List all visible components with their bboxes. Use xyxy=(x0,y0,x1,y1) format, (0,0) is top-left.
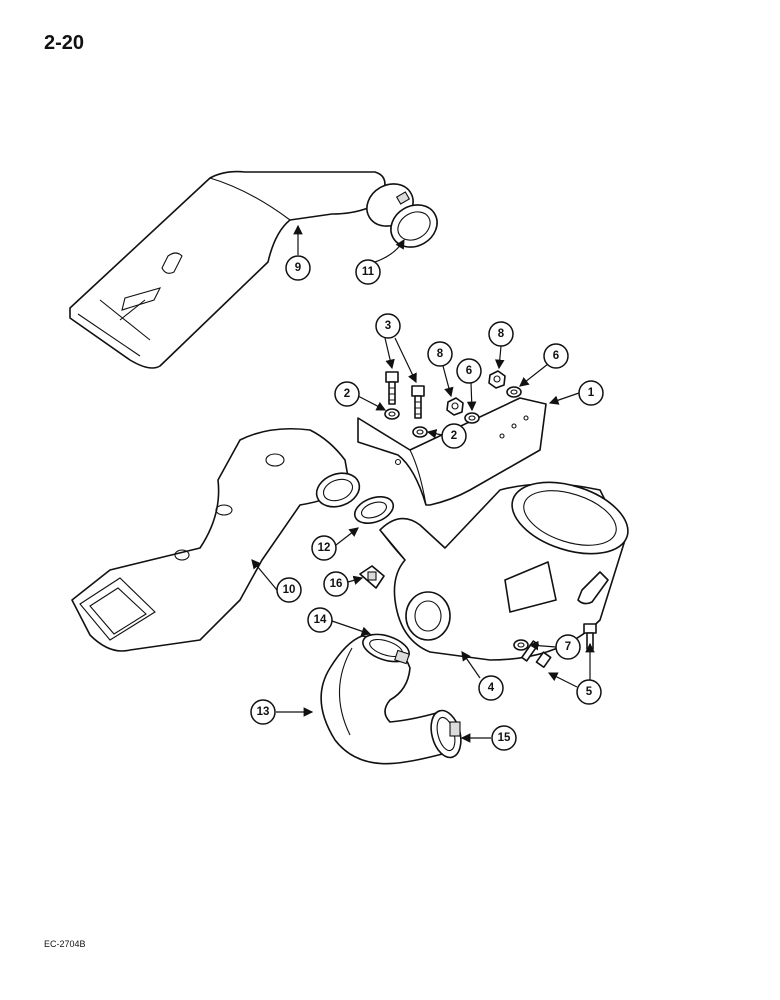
figure-code: EC-2704B xyxy=(44,939,86,949)
callout-10: 10 xyxy=(276,577,302,603)
svg-text:3: 3 xyxy=(385,320,391,332)
callout-8a: 8 xyxy=(427,341,453,367)
callout-1: 1 xyxy=(578,380,604,406)
callout-3: 3 xyxy=(375,313,401,339)
washer-7 xyxy=(513,639,529,651)
washer-6a xyxy=(464,412,480,424)
callout-16: 16 xyxy=(323,571,349,597)
air-cleaner-body xyxy=(379,481,629,661)
callout-14: 14 xyxy=(307,607,333,633)
nut-8a xyxy=(446,397,464,416)
callout-2a: 2 xyxy=(334,381,360,407)
leader-lines xyxy=(251,224,595,743)
hose-clamp-15 xyxy=(430,709,462,759)
callout-15: 15 xyxy=(491,725,517,751)
nut-8b xyxy=(488,370,506,389)
lock-washer-2a xyxy=(384,408,400,420)
svg-text:8: 8 xyxy=(498,328,505,340)
svg-text:6: 6 xyxy=(553,350,559,362)
page-number: 2-20 xyxy=(44,32,85,54)
callout-9: 9 xyxy=(285,255,311,281)
washer-6b xyxy=(506,386,522,398)
hose-clamp-12 xyxy=(353,496,395,524)
svg-text:16: 16 xyxy=(330,578,343,590)
callout-4: 4 xyxy=(478,675,504,701)
svg-text:11: 11 xyxy=(362,266,375,278)
callout-11: 11 xyxy=(355,259,381,285)
svg-text:2: 2 xyxy=(451,430,457,442)
mounting-bracket xyxy=(357,397,547,506)
svg-text:5: 5 xyxy=(586,686,593,698)
bolt-3a xyxy=(385,371,399,405)
callout-5: 5 xyxy=(576,679,602,705)
callout-6a: 6 xyxy=(456,358,482,384)
svg-text:8: 8 xyxy=(437,348,444,360)
callout-2b: 2 xyxy=(441,423,467,449)
svg-text:9: 9 xyxy=(295,262,301,274)
svg-text:6: 6 xyxy=(466,365,472,377)
callout-6b: 6 xyxy=(543,343,569,369)
svg-text:10: 10 xyxy=(283,584,296,596)
svg-text:4: 4 xyxy=(488,682,495,694)
restriction-indicator-16 xyxy=(359,565,385,589)
svg-text:14: 14 xyxy=(314,614,327,626)
svg-text:12: 12 xyxy=(318,542,331,554)
svg-text:13: 13 xyxy=(257,706,270,718)
lock-washer-2b xyxy=(412,426,428,438)
svg-text:7: 7 xyxy=(565,641,571,653)
svg-text:2: 2 xyxy=(344,388,350,400)
callout-13: 13 xyxy=(250,699,276,725)
hose-clamp-11 xyxy=(366,183,438,248)
upper-intake-duct xyxy=(69,170,386,369)
bolt-3b xyxy=(411,385,425,419)
callout-7: 7 xyxy=(555,634,581,660)
svg-text:1: 1 xyxy=(588,387,595,399)
callout-12: 12 xyxy=(311,535,337,561)
hose-clamp-14 xyxy=(362,633,410,665)
svg-text:15: 15 xyxy=(498,732,511,744)
lower-intake-duct xyxy=(71,427,361,652)
callout-8b: 8 xyxy=(488,321,514,347)
